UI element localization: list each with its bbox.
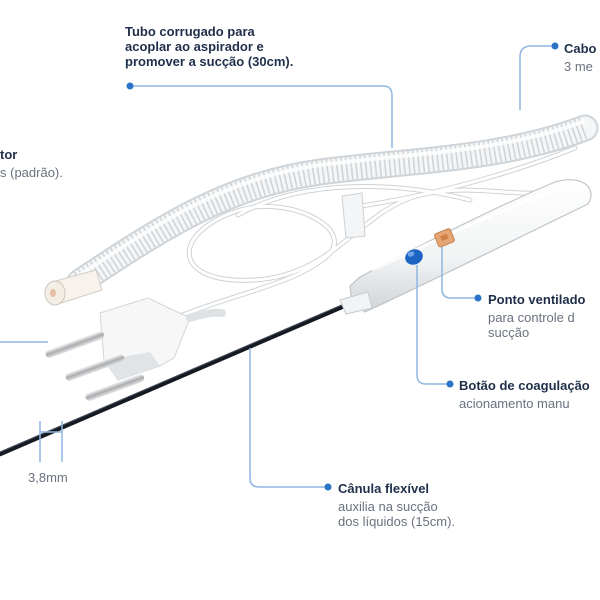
label-botao-title: Botão de coagulação <box>459 378 590 393</box>
measurement-label: 3,8mm <box>28 470 68 485</box>
label-ponto-title: Ponto ventilado <box>488 292 586 307</box>
label-conector: tor s (padrão). <box>0 147 63 180</box>
label-botao-desc: acionamento manu <box>459 396 570 411</box>
label-conector-title: tor <box>0 147 18 162</box>
cable-clip <box>341 192 366 239</box>
label-tubo-line-3: promover a sucção (30cm). <box>125 54 294 69</box>
label-botao-coagulacao: Botão de coagulação acionamento manu <box>459 378 590 411</box>
label-ponto-ventilado: Ponto ventilado para controle d sucção <box>488 292 586 340</box>
vent-port <box>434 228 455 248</box>
cannula-highlight <box>0 297 359 453</box>
cannula-line <box>0 297 361 457</box>
label-canula: Cânula flexível auxilia na sucção dos lí… <box>338 481 455 529</box>
measurement-marker <box>39 421 63 462</box>
label-ponto-desc-2: sucção <box>488 325 530 340</box>
callout-lines <box>0 45 555 488</box>
corrugated-tube <box>66 114 599 296</box>
label-cabo-title: Cabo <box>564 41 597 56</box>
callout-dots <box>126 42 559 491</box>
handle <box>339 179 592 315</box>
label-ponto-desc-1: para controle d <box>488 310 575 325</box>
label-cabo: Cabo 3 me <box>564 41 597 74</box>
electrical-cable <box>172 145 578 321</box>
power-plug <box>45 297 226 401</box>
label-cabo-desc: 3 me <box>564 59 593 74</box>
label-canula-desc-1: auxilia na sucção <box>338 499 438 514</box>
coagulation-button-highlight <box>407 251 415 257</box>
label-tubo-line-1: Tubo corrugado para <box>125 24 255 39</box>
label-conector-desc: s (padrão). <box>0 165 63 180</box>
label-canula-desc-2: dos líquidos (15cm). <box>338 514 456 529</box>
label-tubo-corrugado: Tubo corrugado para acoplar ao aspirador… <box>125 24 293 69</box>
tube-connector <box>44 269 103 306</box>
label-tubo-line-2: acoplar ao aspirador e <box>125 39 264 54</box>
label-canula-title: Cânula flexível <box>338 481 430 496</box>
